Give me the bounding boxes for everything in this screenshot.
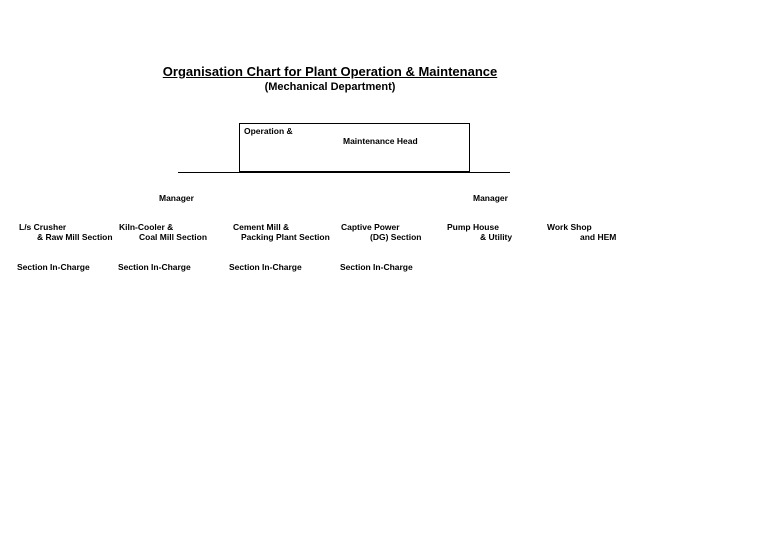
section-label-line1: Pump House — [447, 222, 499, 232]
incharge-label: Section In-Charge — [17, 262, 90, 272]
section-label-line2: and HEM — [580, 232, 617, 242]
section-label-line2: & Utility — [480, 232, 513, 242]
section-label-line1: L/s Crusher — [19, 222, 67, 232]
section-label-line2: Packing Plant Section — [241, 232, 330, 242]
incharge-label: Section In-Charge — [229, 262, 302, 272]
incharge-label: Section In-Charge — [340, 262, 413, 272]
incharge-label: Section In-Charge — [118, 262, 191, 272]
head-label-line1: Operation & — [244, 126, 293, 136]
section-label-line1: Kiln-Cooler & — [119, 222, 174, 232]
chart-title: Organisation Chart for Plant Operation &… — [162, 64, 498, 79]
manager-label: Manager — [159, 193, 194, 203]
section-label-line1: Work Shop — [547, 222, 592, 232]
section-label-line2: (DG) Section — [370, 232, 422, 242]
manager-label: Manager — [473, 193, 508, 203]
section-label-line2: & Raw Mill Section — [37, 232, 113, 242]
chart-subtitle: (Mechanical Department) — [264, 81, 396, 93]
section-label-line1: Captive Power — [341, 222, 400, 232]
section-label-line2: Coal Mill Section — [139, 232, 208, 242]
section-label-line1: Cement Mill & — [233, 222, 290, 232]
connector-line — [178, 172, 510, 173]
head-label-line2: Maintenance Head — [343, 136, 418, 146]
head-box: Operation & Maintenance Head — [239, 123, 470, 172]
